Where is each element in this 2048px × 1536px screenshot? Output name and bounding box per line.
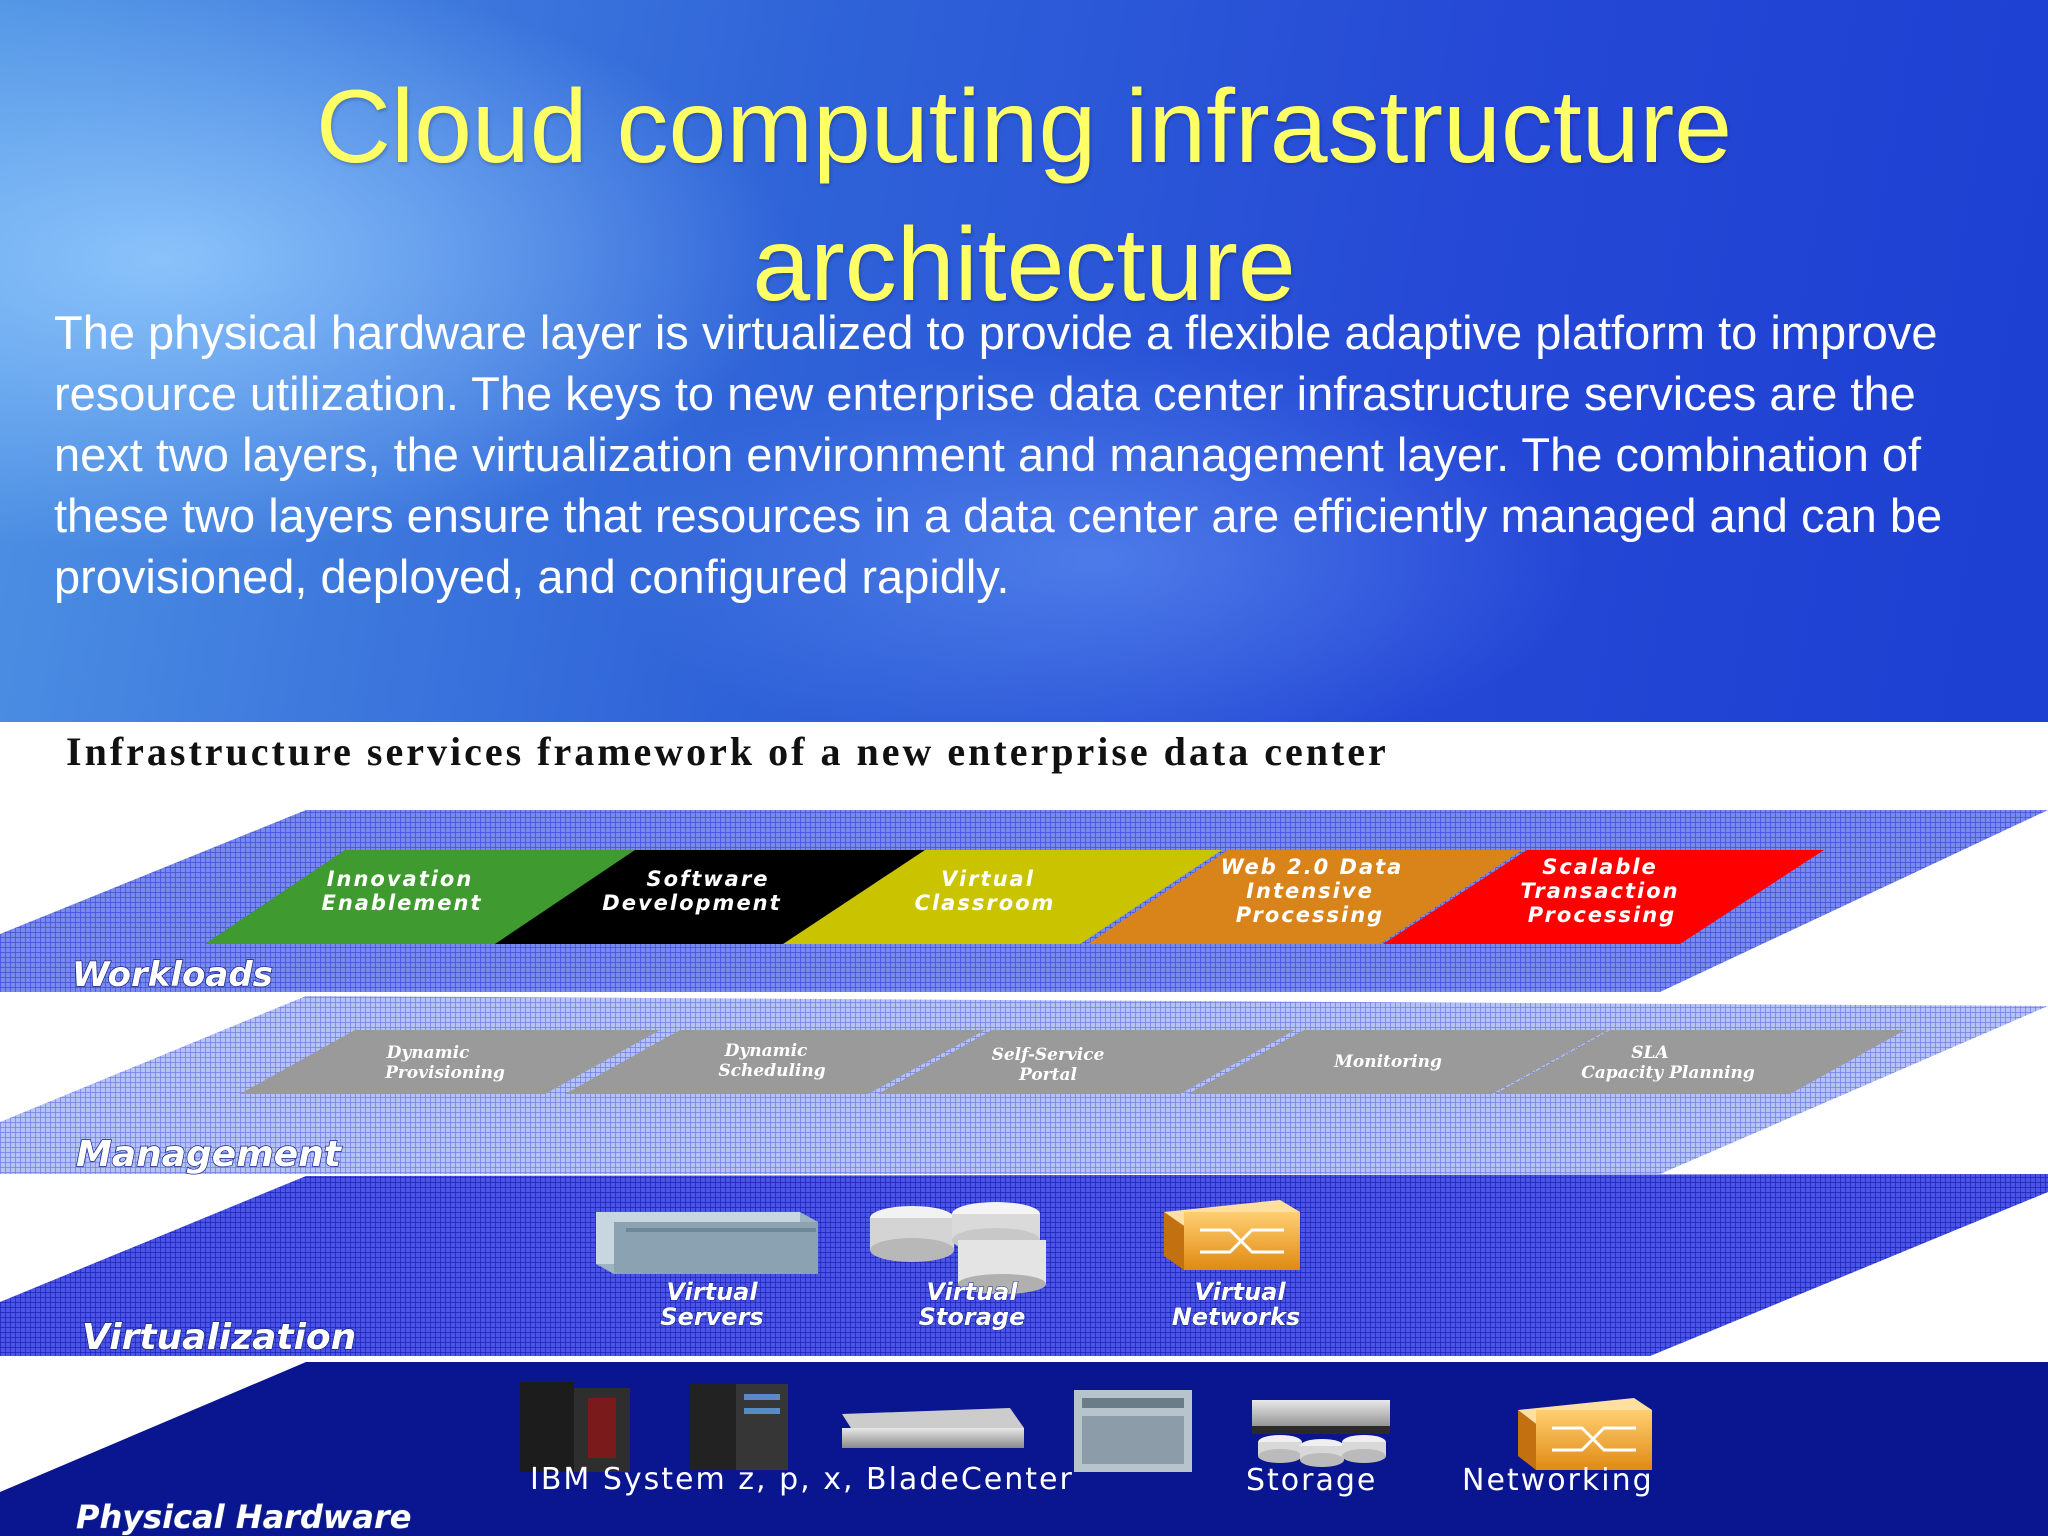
management-sla-capacity-planning: SLA Capacity Planning <box>1495 1030 1905 1094</box>
management-label-line2: Portal <box>1018 1065 1077 1085</box>
slide-background <box>0 0 2048 722</box>
physical-storage: Storage <box>1246 1400 1390 1498</box>
workload-label-line1: Web 2.0 Data <box>1221 855 1404 879</box>
hardware-label: Storage <box>1246 1463 1377 1498</box>
layer-name-workloads: Workloads <box>72 955 273 995</box>
hardware-label: IBM System z, p, x, BladeCenter <box>530 1462 1074 1497</box>
framework-figure: Workloads Management Virtualization Phys… <box>0 722 2048 1536</box>
management-tile <box>1188 1030 1608 1094</box>
workload-tile <box>1383 850 1824 944</box>
virtualization-label-line1: Virtual <box>1194 1278 1286 1306</box>
management-monitoring: Monitoring <box>1188 1030 1608 1094</box>
server-rack-icon <box>596 1212 818 1274</box>
management-tile <box>565 1030 985 1094</box>
hardware-label: Networking <box>1462 1463 1654 1498</box>
workload-label-line1: Innovation <box>327 867 474 891</box>
management-tile <box>878 1030 1295 1094</box>
virtual-storage: Virtual Storage <box>870 1202 1046 1332</box>
workload-label-line1: Software <box>647 867 770 891</box>
virtual-servers: Virtual Servers <box>596 1212 818 1332</box>
workload-scalable-transaction-processing: Scalable Transaction Processing <box>1383 850 1824 944</box>
workload-virtual-classroom: Virtual Classroom <box>783 850 1222 944</box>
workload-tile <box>783 850 1222 944</box>
virtualization-label-line1: Virtual <box>926 1278 1018 1306</box>
workload-label-line1: Scalable <box>1542 855 1658 879</box>
network-switch-icon <box>1164 1200 1300 1270</box>
management-self-service-portal: Self-Service Portal <box>878 1030 1295 1094</box>
management-label-line2: Capacity Planning <box>1581 1063 1755 1083</box>
storage-array-icon <box>1252 1400 1390 1467</box>
layer-name-physical-hardware: Physical Hardware <box>76 1498 411 1536</box>
management-label-line1: Monitoring <box>1333 1052 1442 1072</box>
workload-label-line2: Enablement <box>321 891 482 915</box>
storage-disks-icon <box>870 1202 1046 1294</box>
virtualization-label-line2: Networks <box>1172 1303 1301 1331</box>
management-label-line2: Provisioning <box>384 1063 505 1083</box>
management-tile <box>240 1030 660 1094</box>
framework-diagram: Workloads Management Virtualization Phys… <box>0 810 2048 1536</box>
management-label-line1: Self-Service <box>992 1045 1105 1065</box>
workload-label-line2: Transaction <box>1520 879 1679 903</box>
workload-label-line2: Development <box>602 891 781 915</box>
virtualization-label-line2: Storage <box>919 1303 1026 1331</box>
virtual-networks: Virtual Networks <box>1164 1200 1301 1332</box>
virtualization-label-line2: Servers <box>660 1303 763 1331</box>
management-tile <box>1495 1030 1905 1094</box>
physical-hardware-plane <box>0 1362 2048 1536</box>
management-label-line2: Scheduling <box>718 1061 825 1081</box>
layer-name-virtualization: Virtualization <box>82 1317 356 1358</box>
workload-label-line1: Virtual <box>941 867 1035 891</box>
workload-label-line2: Intensive <box>1246 879 1374 903</box>
management-label-line1: SLA <box>1631 1043 1668 1063</box>
workload-web20-data-intensive-processing: Web 2.0 Data Intensive Processing <box>1088 850 1522 944</box>
workload-label-line3: Processing <box>1236 903 1384 927</box>
slide-title: Cloud computing infrastructure architect… <box>315 69 1733 323</box>
virtualization-label-line1: Virtual <box>666 1278 758 1306</box>
physical-networking: Networking <box>1462 1398 1654 1498</box>
management-dynamic-provisioning: Dynamic Provisioning <box>240 1030 660 1094</box>
ibm-servers-icon <box>520 1382 1192 1472</box>
workload-tile <box>1088 850 1522 944</box>
physical-ibm-systems: IBM System z, p, x, BladeCenter <box>520 1382 1192 1497</box>
layer-name-management: Management <box>76 1134 343 1175</box>
workload-label-line2: Classroom <box>915 891 1056 915</box>
management-dynamic-scheduling: Dynamic Scheduling <box>565 1030 985 1094</box>
figure-title: Infrastructure services framework of a n… <box>66 729 1389 774</box>
workload-label-line3: Processing <box>1528 903 1676 927</box>
network-switch-icon <box>1518 1398 1652 1470</box>
management-label-line1: Dynamic <box>386 1043 470 1063</box>
management-label-line1: Dynamic <box>724 1041 808 1061</box>
slide-body-text: The physical hardware layer is virtualiz… <box>54 306 1943 603</box>
